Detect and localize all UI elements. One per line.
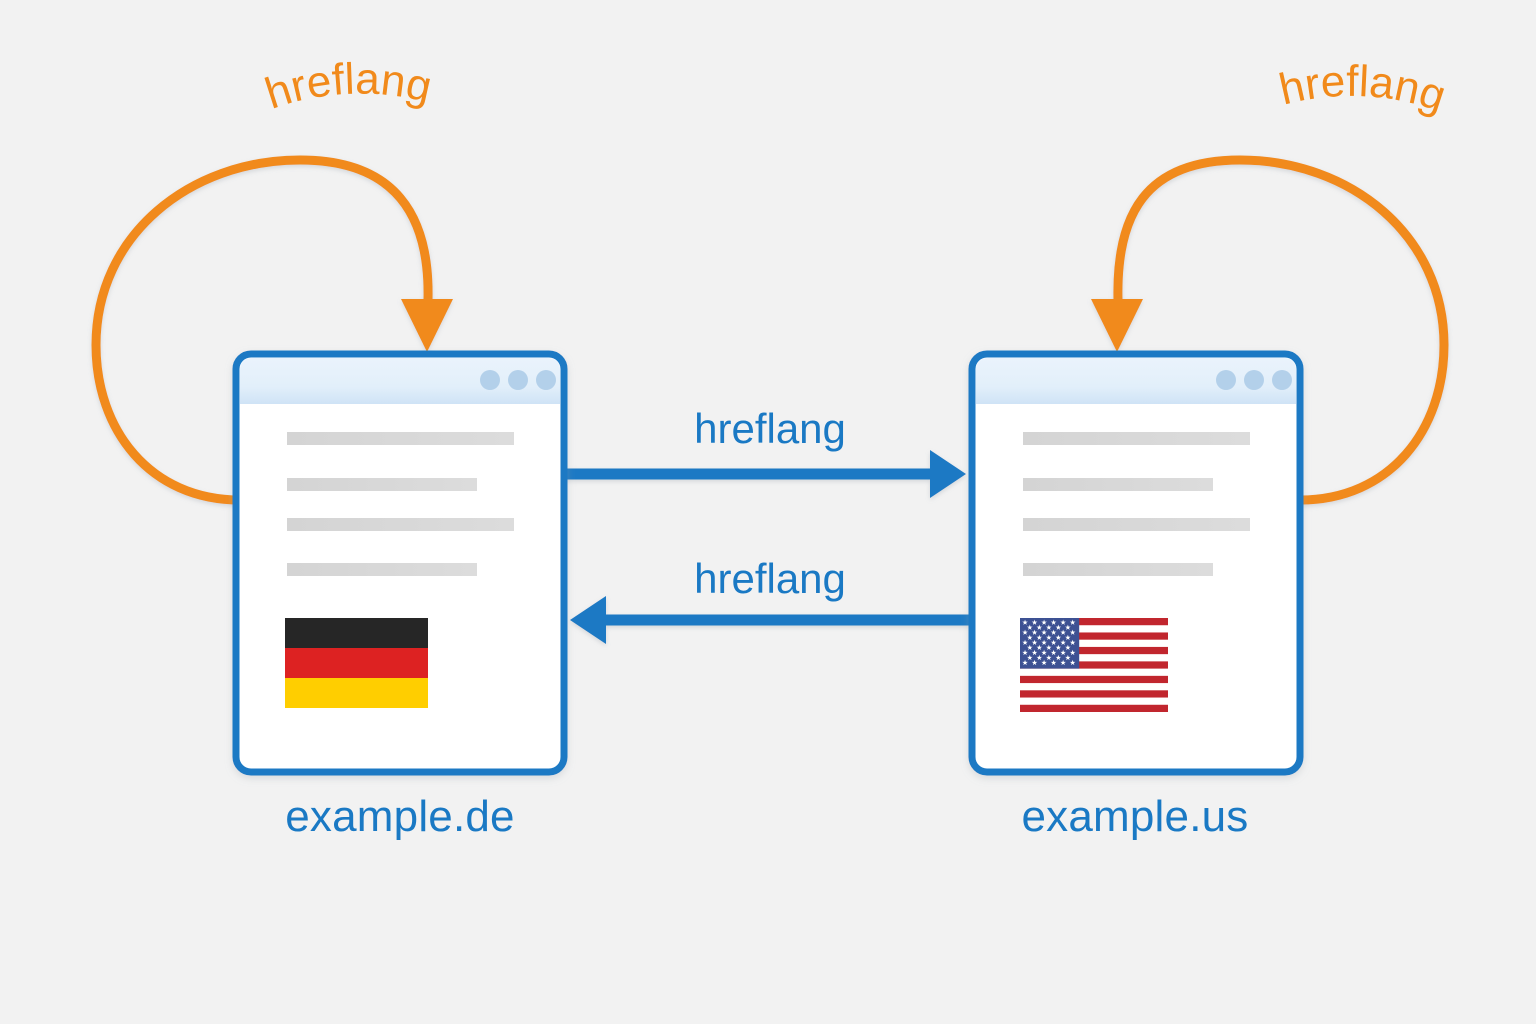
browser-window-us-titlebar [976,358,1296,404]
browser-window-us-dot-2[interactable] [1244,370,1264,390]
browser-window-de-text-line-4 [287,563,477,576]
self-loop-us-curve [1113,155,1449,505]
self-loop-us-arrowhead [1091,299,1143,352]
germany-flag-stripe-gold [285,678,428,708]
node-label-example-us: example.us [1021,792,1249,841]
self-loop-de-label: hreflang [259,54,436,118]
browser-window-de-dot-1[interactable] [480,370,500,390]
node-label-example-de: example.de [285,792,515,841]
usa-flag [1020,618,1168,712]
arrow-de-to-us-head [930,450,966,498]
browser-window-de-titlebar [240,358,560,404]
arrow-label-us-to-de: hreflang [694,555,846,602]
browser-window-de-text-line-1 [287,432,514,445]
self-loop-de-arrowhead [401,299,453,352]
browser-window-us-text-line-3 [1023,518,1250,531]
usa-flag-canton [1020,618,1080,669]
browser-window-de-text-line-2 [287,478,477,491]
browser-window-de-dot-2[interactable] [508,370,528,390]
browser-window-de-dot-3[interactable] [536,370,556,390]
browser-window-us-text-line-4 [1023,563,1213,576]
arrow-de-to-us [563,450,966,498]
arrow-us-to-de-head [570,596,606,644]
browser-window-us[interactable] [968,350,1304,776]
browser-window-us-dot-3[interactable] [1272,370,1292,390]
germany-flag [285,618,428,708]
usa-flag-stripes [1020,618,1168,712]
browser-window-de[interactable] [232,350,568,776]
browser-window-us-text-line-2 [1023,478,1213,491]
self-loop-de-curve [91,155,433,505]
arrow-label-de-to-us: hreflang [694,405,846,452]
browser-window-us-dot-1[interactable] [1216,370,1236,390]
browser-window-de-text-line-3 [287,518,514,531]
self-loop-us-label: hreflang [1275,57,1452,121]
germany-flag-stripe-black [285,618,428,648]
germany-flag-stripe-red [285,648,428,678]
arrow-us-to-de [570,596,975,644]
browser-window-us-text-line-1 [1023,432,1250,445]
